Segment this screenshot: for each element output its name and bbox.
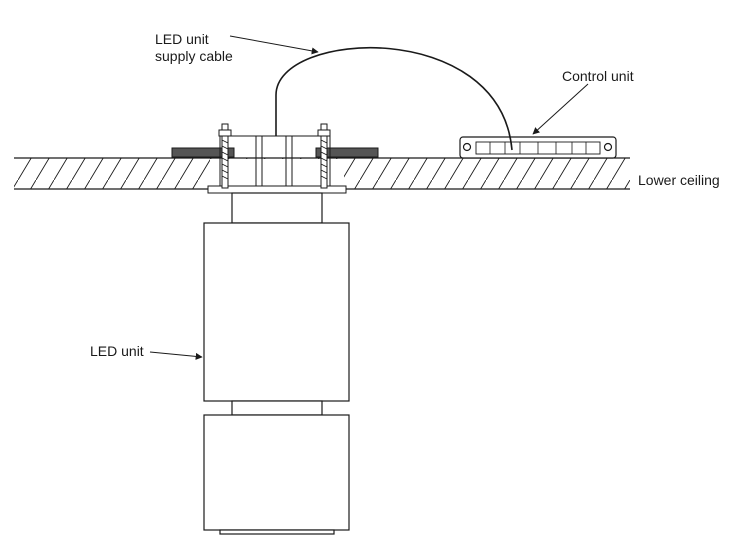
led-unit-body [203, 192, 350, 535]
upper-housing [203, 222, 350, 402]
lower-housing [203, 414, 350, 531]
control-unit [459, 136, 617, 159]
lower-ceiling-label: Lower ceiling [638, 172, 720, 188]
left-mounting-screw [462, 142, 472, 152]
supply-cable-label-line2: supply cable [155, 48, 233, 64]
control-unit-label: Control unit [562, 68, 634, 84]
upper-stem [231, 192, 323, 224]
led-unit-label: LED unit [90, 343, 144, 359]
supply-cable-label-line1: LED unit [155, 31, 209, 47]
mounting-bracket [171, 123, 379, 194]
supply-cable [275, 46, 513, 151]
left-threaded-rod [218, 123, 232, 189]
left-clamp-plate [171, 147, 235, 158]
led-unit-leader [149, 351, 203, 360]
right-mounting-screw [603, 142, 613, 152]
control-unit-leader [532, 83, 589, 135]
right-threaded-rod [317, 123, 331, 189]
bottom-lens [219, 529, 335, 535]
supply-cable-leader [229, 35, 319, 55]
right-clamp-plate [315, 147, 379, 158]
middle-stem [231, 400, 323, 416]
